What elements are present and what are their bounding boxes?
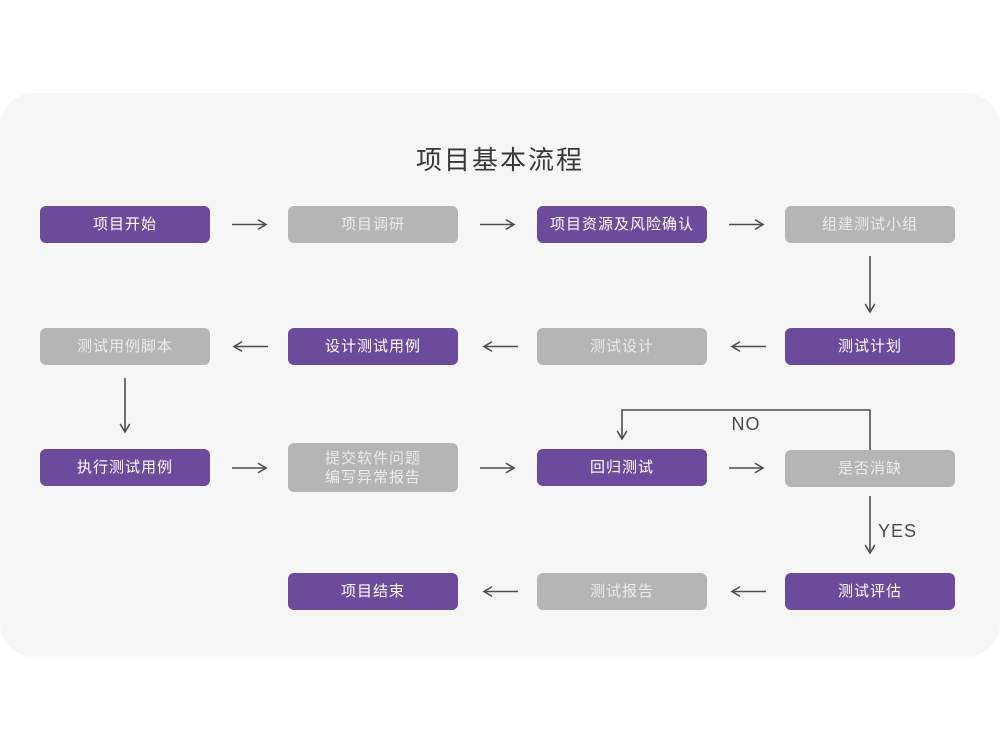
node-test-design: 测试设计 (537, 328, 707, 365)
node-design-test-cases: 设计测试用例 (288, 328, 458, 365)
node-test-evaluation: 测试评估 (785, 573, 955, 610)
flowchart-card (0, 93, 1000, 657)
node-test-plan: 测试计划 (785, 328, 955, 365)
node-defect-cleared: 是否消缺 (785, 450, 955, 487)
node-test-case-script: 测试用例脚本 (40, 328, 210, 365)
node-test-report: 测试报告 (537, 573, 707, 610)
branch-label-yes: YES (878, 521, 918, 541)
page-title: 项目基本流程 (415, 145, 584, 175)
arrow-no-loop (616, 409, 871, 450)
branch-label-no: NO (731, 414, 761, 434)
node-project-end: 项目结束 (288, 573, 458, 610)
node-submit-issue-report: 提交软件问题 编写异常报告 (288, 443, 458, 492)
node-project-start: 项目开始 (40, 206, 210, 243)
node-regression-test: 回归测试 (537, 449, 707, 486)
node-resource-risk-confirm: 项目资源及风险确认 (537, 206, 707, 243)
node-project-research: 项目调研 (288, 206, 458, 243)
node-build-test-team: 组建测试小组 (785, 206, 955, 243)
node-execute-test-cases: 执行测试用例 (40, 449, 210, 486)
